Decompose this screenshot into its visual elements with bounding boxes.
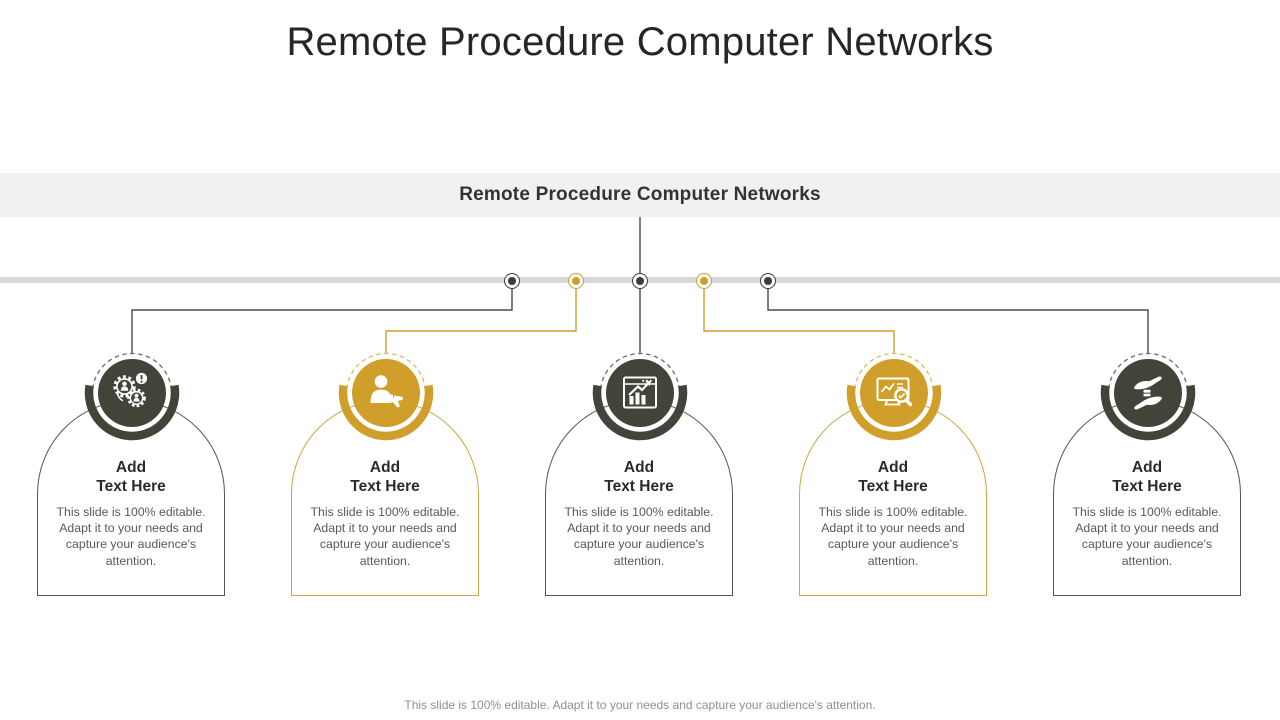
card-arch: Add Text Here This slide is 100% editabl…	[1053, 400, 1241, 596]
topic-card: Add Text Here This slide is 100% editabl…	[291, 340, 481, 598]
card-body: This slide is 100% editable. Adapt it to…	[818, 504, 968, 568]
card-arch: Add Text Here This slide is 100% editabl…	[37, 400, 225, 596]
topic-card: Add Text Here This slide is 100% editabl…	[37, 340, 227, 598]
connector-dot	[504, 273, 520, 289]
card-body: This slide is 100% editable. Adapt it to…	[310, 504, 460, 568]
banner-title: Remote Procedure Computer Networks	[459, 184, 821, 205]
card-body: This slide is 100% editable. Adapt it to…	[56, 504, 206, 568]
slide-title: Remote Procedure Computer Networks	[286, 20, 994, 64]
card-heading: Add Text Here	[1112, 459, 1182, 496]
topic-card: Add Text Here This slide is 100% editabl…	[1053, 340, 1243, 598]
card-arch: Add Text Here This slide is 100% editabl…	[545, 400, 733, 596]
topic-card: Add Text Here This slide is 100% editabl…	[799, 340, 989, 598]
card-arch: Add Text Here This slide is 100% editabl…	[291, 400, 479, 596]
card-body: This slide is 100% editable. Adapt it to…	[1072, 504, 1222, 568]
card-heading: Add Text Here	[96, 459, 166, 496]
card-heading: Add Text Here	[350, 459, 420, 496]
connector-dot	[568, 273, 584, 289]
card-body: This slide is 100% editable. Adapt it to…	[564, 504, 714, 568]
section-banner: Remote Procedure Computer Networks	[0, 173, 1280, 217]
connector-dot	[632, 273, 648, 289]
slide-footer: This slide is 100% editable. Adapt it to…	[404, 698, 876, 712]
topic-card: Add Text Here This slide is 100% editabl…	[545, 340, 735, 598]
card-heading: Add Text Here	[604, 459, 674, 496]
card-heading: Add Text Here	[858, 459, 928, 496]
connector-dot	[760, 273, 776, 289]
connector-dot	[696, 273, 712, 289]
card-arch: Add Text Here This slide is 100% editabl…	[799, 400, 987, 596]
